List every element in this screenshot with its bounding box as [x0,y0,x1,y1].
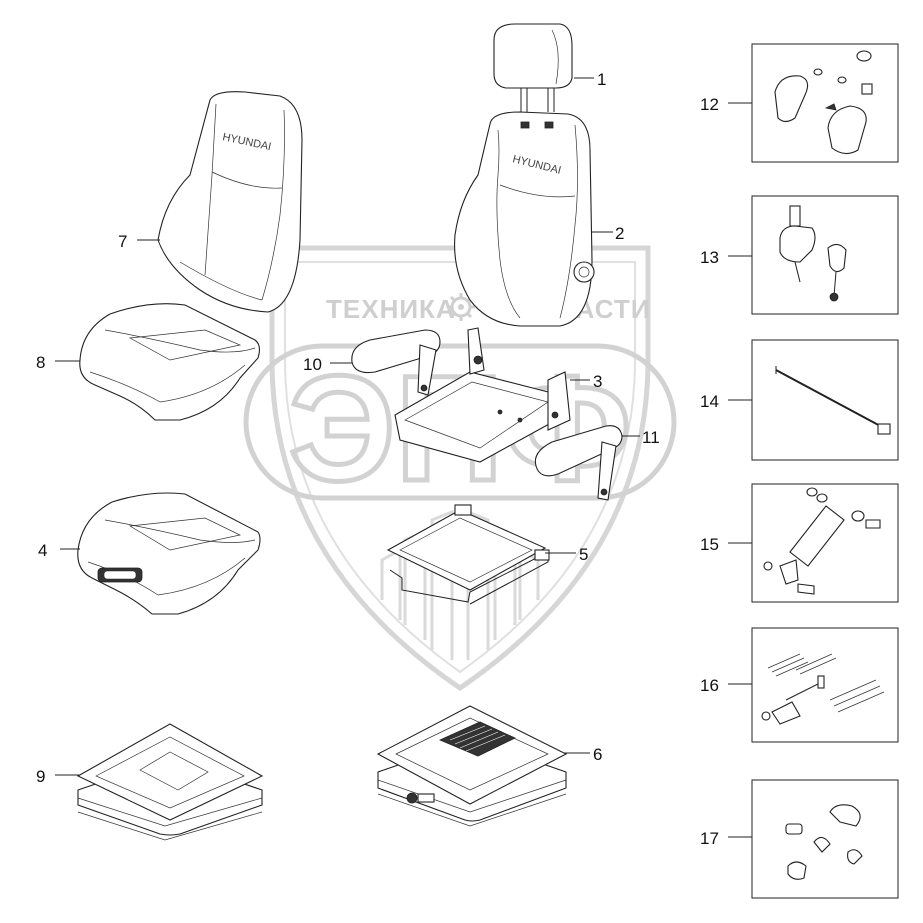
watermark-banner [243,343,677,501]
part-backrest: HYUNDAI [454,111,595,327]
callout-3: 3 [593,372,602,391]
callout-1: 1 [597,70,606,89]
gear-icon [447,293,475,321]
callout-7: 7 [118,232,127,251]
callout-14: 14 [700,392,719,411]
callout-4: 4 [38,541,47,560]
callout-10: 10 [303,355,322,374]
part-suspension-base [76,723,264,841]
callout-16: 16 [700,676,719,695]
part-backrest-cover: HYUNDAI [157,91,303,313]
callout-9: 9 [36,767,45,786]
kit-box-12 [751,43,899,163]
watermark-text-left: ТЕХНИКА [326,294,456,324]
callout-11: 11 [642,428,660,447]
part-headrest [493,23,573,112]
part-seat-cushion-cover [79,303,261,421]
kit-box-14 [751,339,899,461]
part-seat-cushion [77,492,261,615]
callout-13: 13 [700,248,719,267]
callouts: 1 2 3 4 5 6 7 8 9 10 11 12 13 14 15 16 1… [36,70,719,848]
part-slide-rails [386,504,550,605]
kit-box-15 [751,483,899,603]
kit-box-13 [751,195,899,315]
part-armrest-right [534,425,623,501]
part-armrest-left [351,329,441,396]
kit-box-17 [751,779,899,899]
callout-15: 15 [700,535,719,554]
callout-8: 8 [36,353,45,372]
kit-box-16 [751,627,899,743]
callout-12: 12 [700,95,719,114]
callout-5: 5 [579,545,588,564]
callout-2: 2 [615,224,624,243]
watermark-shield [269,245,651,692]
leader-lines [55,77,752,838]
part-seat-frame [394,327,571,463]
part-suspension [376,705,568,827]
callout-17: 17 [700,829,719,848]
callout-6: 6 [593,745,602,764]
